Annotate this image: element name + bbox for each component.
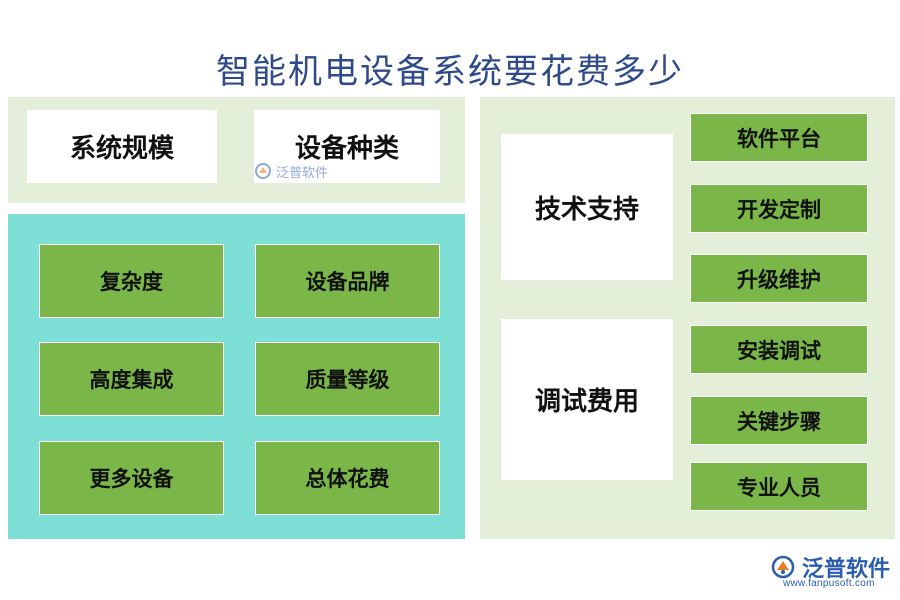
box-key-steps: 关键步骤	[690, 396, 868, 445]
box-equipment-brand: 设备品牌	[255, 244, 440, 318]
brand-url: www.fanpusoft.com	[783, 578, 875, 589]
box-professionals: 专业人员	[690, 462, 868, 511]
box-quality-grade: 质量等级	[255, 342, 440, 416]
watermark: 泛普软件	[254, 158, 328, 184]
watermark-text: 泛普软件	[276, 165, 329, 181]
box-custom-development: 开发定制	[690, 184, 868, 233]
box-total-cost: 总体花费	[255, 441, 440, 515]
box-upgrade-maintenance: 升级维护	[690, 254, 868, 303]
box-equipment-type: 设备种类	[254, 110, 440, 183]
box-debug-cost: 调试费用	[501, 319, 673, 480]
brand-name: 泛普软件	[802, 557, 891, 582]
diagram-title: 智能机电设备系统要花费多少	[216, 52, 684, 92]
box-high-integration: 高度集成	[39, 342, 224, 416]
box-software-platform: 软件平台	[690, 113, 868, 162]
box-more-equipment: 更多设备	[39, 441, 224, 515]
brand-logo: 泛普软件	[770, 551, 890, 583]
box-system-scale: 系统规模	[27, 110, 217, 183]
box-install-debug: 安装调试	[690, 325, 868, 374]
box-tech-support: 技术支持	[501, 134, 673, 280]
fanpu-logo-icon	[771, 555, 795, 579]
box-complexity: 复杂度	[39, 244, 224, 318]
fanpu-logo-icon	[255, 163, 271, 179]
